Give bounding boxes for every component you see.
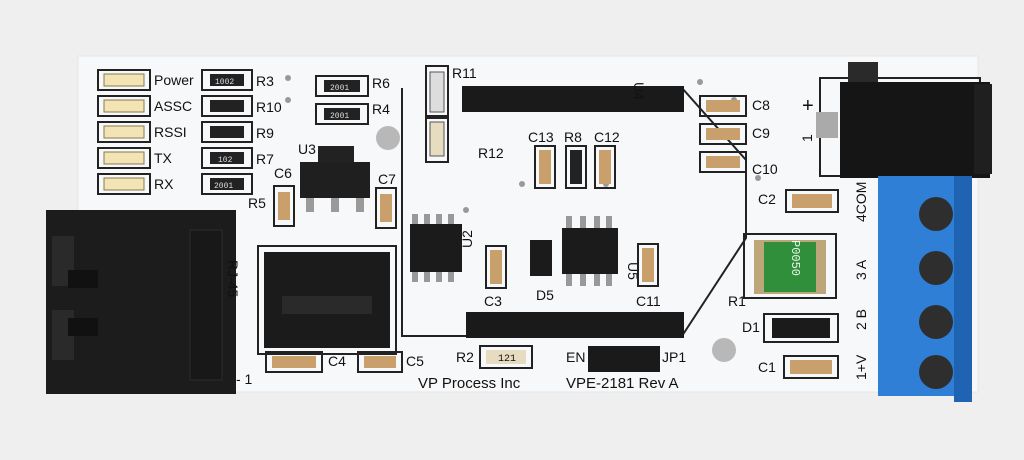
marking-r2: 121	[498, 354, 516, 365]
led-column: Power ASSC RSSI TX RX	[97, 69, 194, 195]
mounting-hole-left	[376, 126, 400, 150]
label-c9: C9	[752, 125, 770, 141]
label-c11: C11	[636, 293, 661, 309]
terminal-screw	[919, 251, 953, 285]
label-jp1: JP1	[662, 349, 686, 365]
label-r5: R5	[248, 195, 266, 211]
r1-polyfuse: P0050 R1	[728, 233, 837, 309]
label-c2: C2	[758, 191, 776, 207]
rj45-jack: RJ-45 - 1	[46, 210, 253, 394]
label-d1: D1	[742, 319, 760, 335]
marking-r7: 102	[218, 156, 233, 165]
terminal-screw	[919, 197, 953, 231]
label-one: 1	[799, 134, 815, 142]
led-label-assc: ASSC	[154, 98, 192, 114]
label-u2: U2	[459, 230, 475, 248]
label-c7: C7	[378, 171, 396, 187]
board-id-text: VPE-2181 Rev A	[566, 375, 679, 392]
label-r6: R6	[372, 75, 390, 91]
label-c6: C6	[274, 165, 292, 181]
terminal-label-4com: 4COM	[853, 182, 869, 222]
label-c4: C4	[328, 353, 346, 369]
d1-c1: D1 C1	[742, 313, 839, 379]
via	[755, 175, 761, 181]
label-c3: C3	[484, 293, 502, 309]
r6-r4: 2001 R6 2001 R4	[315, 75, 390, 125]
via	[285, 97, 291, 103]
label-r10: R10	[256, 99, 282, 115]
label-c5: C5	[406, 353, 424, 369]
marking-r6: 2001	[330, 84, 349, 93]
u2-chip: U2 C3	[410, 214, 507, 309]
via	[519, 181, 525, 187]
label-r9: R9	[256, 125, 274, 141]
terminal-block: 4COM 3 A 2 B 1+V	[853, 176, 972, 402]
label-en: EN	[566, 349, 585, 365]
led-label-tx: TX	[154, 150, 173, 166]
c2-cap: C2	[758, 189, 839, 213]
label-u3: U3	[298, 141, 316, 157]
label-c8: C8	[752, 97, 770, 113]
label-c12: C12	[594, 129, 620, 145]
led-rssi: RSSI	[97, 121, 187, 143]
c4-inductor: C4 C5	[257, 245, 424, 373]
label-c13: C13	[528, 129, 554, 145]
via	[285, 75, 291, 81]
marking-r3: 1002	[215, 78, 234, 87]
c13-r8-c12: C13 R8 C12	[528, 129, 620, 189]
label-r7: R7	[256, 151, 274, 167]
terminal-label-1v: 1+V	[853, 354, 869, 380]
led-tx: TX	[97, 147, 173, 169]
label-r3: R3	[256, 73, 274, 89]
terminal-screw	[919, 305, 953, 339]
u3-regulator: U3 C6 C7 R5	[248, 141, 397, 229]
label-plus: +	[802, 95, 814, 117]
label-r12: R12	[478, 145, 504, 161]
d5-diode: D5	[530, 240, 554, 303]
r2-jp1: R2 121 EN JP1	[456, 345, 686, 372]
label-r1: R1	[728, 293, 746, 309]
c8-c9-c10: C8 C9 C10	[699, 95, 778, 177]
via	[463, 207, 469, 213]
label-c1: C1	[758, 359, 776, 375]
marking-r4: 2001	[330, 112, 349, 121]
resistor-column: 1002 R3 R10 R9 102 R7 2001	[201, 69, 282, 195]
label-minus1: - 1	[236, 371, 253, 387]
board-maker-text: VP Process Inc	[418, 375, 521, 392]
led-label-rx: RX	[154, 176, 174, 192]
led-rx: RX	[97, 173, 174, 195]
dc-power-jack: + 1	[799, 62, 992, 178]
terminal-label-2b: 2 B	[853, 309, 869, 330]
led-assc: ASSC	[97, 95, 192, 117]
label-r2: R2	[456, 349, 474, 365]
label-r11: R11	[452, 65, 477, 81]
label-rj45: RJ-45	[225, 260, 241, 298]
marking-rx: 2001	[214, 182, 233, 191]
r11-area: R11 R12	[425, 65, 504, 163]
led-label-rssi: RSSI	[154, 124, 187, 140]
via	[697, 79, 703, 85]
led-label-power: Power	[154, 72, 194, 88]
terminal-screw	[919, 355, 953, 389]
u4-module-outline: U4	[401, 82, 747, 338]
marking-r1: P0050	[788, 240, 802, 276]
u4-header-top	[462, 86, 684, 112]
mounting-hole-bottom	[712, 338, 736, 362]
led-power: Power	[97, 69, 194, 91]
label-c10: C10	[752, 161, 778, 177]
label-u4: U4	[631, 82, 647, 100]
terminal-label-3a: 3 A	[853, 259, 869, 280]
u5-chip: U5 C11	[562, 216, 661, 309]
label-r4: R4	[372, 101, 390, 117]
label-d5: D5	[536, 287, 554, 303]
label-r8: R8	[564, 129, 582, 145]
u4-header-bottom	[466, 312, 684, 338]
